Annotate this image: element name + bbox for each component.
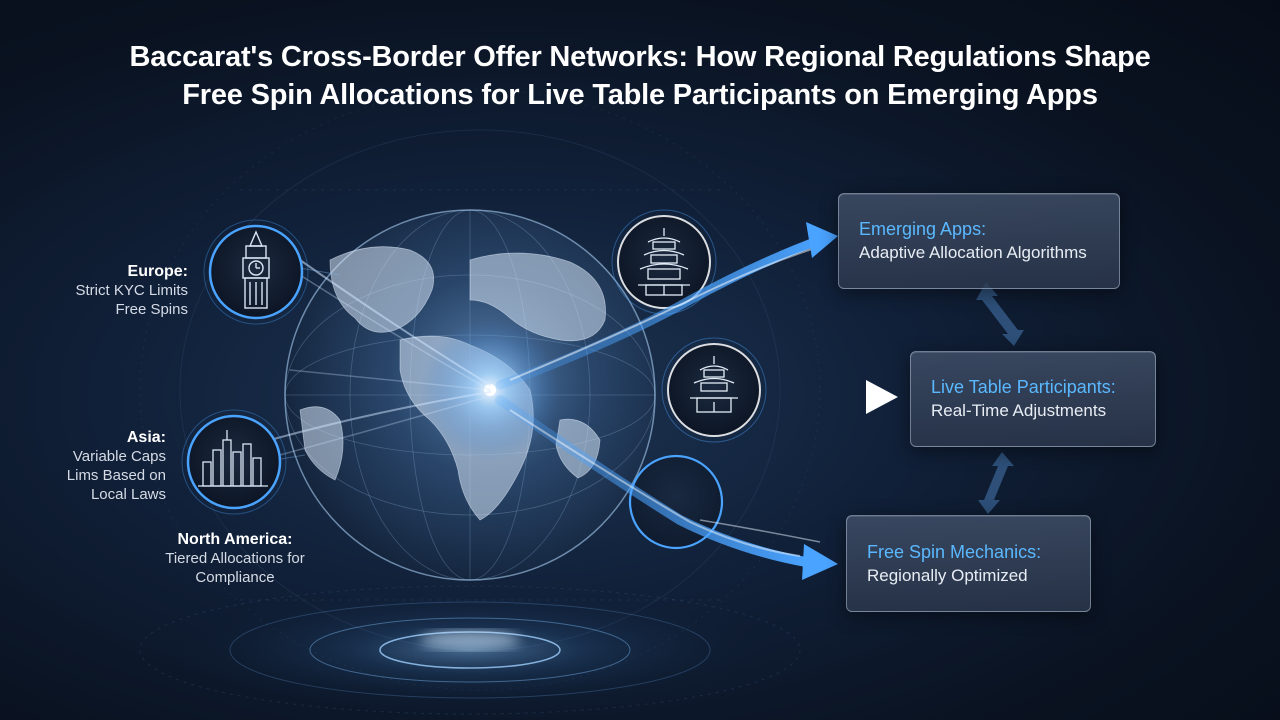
box-free-spin-title: Free Spin Mechanics:: [867, 541, 1042, 562]
arrow-to-emerging-apps: [495, 222, 838, 390]
pagoda-icon-secondary: [661, 337, 767, 443]
region-asia: Asia: Variable Caps Lims Based on Local …: [26, 428, 166, 504]
box-emerging-apps: Emerging Apps: Adaptive Allocation Algor…: [838, 193, 1120, 289]
skyline-icon: [181, 409, 287, 515]
region-europe-name: Europe:: [127, 263, 188, 280]
box-emerging-apps-desc: Adaptive Allocation Algorithms: [859, 243, 1087, 262]
region-north-america: North America: Tiered Allocations for Co…: [150, 530, 320, 587]
inbound-light-streams: [269, 259, 491, 456]
region-asia-name: Asia:: [126, 429, 166, 446]
box-link-upper: [976, 282, 1024, 346]
box-live-table-title: Live Table Participants:: [931, 377, 1116, 397]
floor-rings: [139, 585, 801, 715]
region-north-america-desc: Tiered Allocations for Compliance: [165, 550, 305, 586]
box-free-spin: Free Spin Mechanics: Regionally Optimize…: [846, 515, 1091, 612]
box-live-table: Live Table Participants: Real-Time Adjus…: [910, 351, 1156, 447]
arrow-to-free-spin: [495, 395, 838, 580]
arrow-to-live-table: [755, 380, 898, 414]
box-live-table-desc: Real-Time Adjustments: [931, 401, 1107, 420]
big-ben-icon: [203, 219, 309, 325]
region-europe-desc: Strict KYC Limits Free Spins: [75, 282, 188, 318]
region-asia-desc: Variable Caps Lims Based on Local Laws: [66, 448, 166, 503]
page-title: Baccarat's Cross-Border Offer Networks: …: [0, 38, 1280, 114]
title-line-2: Free Spin Allocations for Live Table Par…: [182, 79, 1098, 111]
box-emerging-apps-title: Emerging Apps:: [859, 219, 987, 239]
box-free-spin-desc: Regionally Optimized: [867, 565, 1028, 585]
region-north-america-name: North America:: [177, 531, 293, 548]
title-line-1: Baccarat's Cross-Border Offer Networks: …: [129, 41, 1151, 73]
region-europe: Europe: Strict KYC Limits Free Spins: [28, 262, 188, 319]
box-link-lower: [978, 452, 1014, 514]
